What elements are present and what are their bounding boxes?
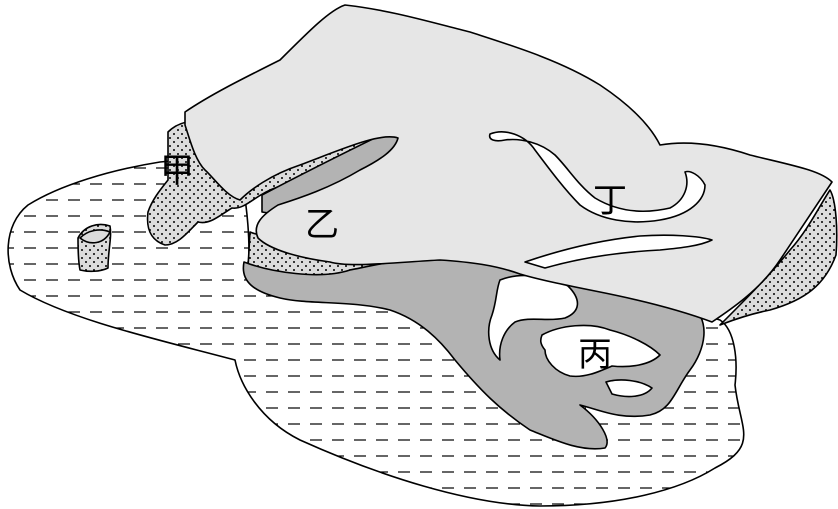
label-bing: 丙 xyxy=(578,335,612,375)
label-ding: 丁 xyxy=(593,181,627,221)
label-jia: 甲 xyxy=(160,151,194,191)
ice-gap-lower xyxy=(524,234,713,269)
label-yi: 乙 xyxy=(305,205,339,245)
meltwater-channel-ding xyxy=(488,131,706,223)
moraine-block-left-top xyxy=(79,229,111,244)
meltwater-gap-bing-2 xyxy=(539,324,661,378)
meltwater-gap-bing-3 xyxy=(605,379,653,398)
